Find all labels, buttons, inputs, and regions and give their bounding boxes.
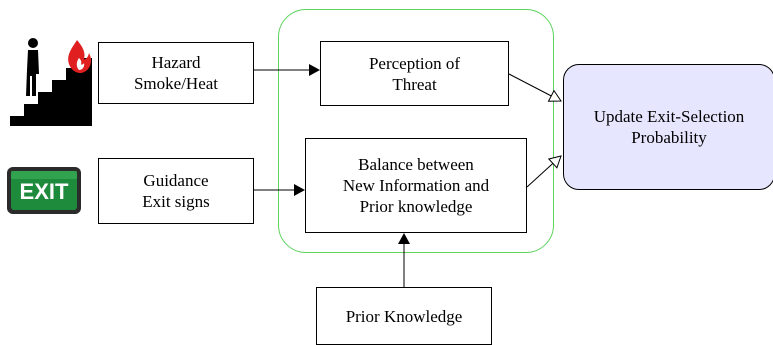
hazard-box: Hazard Smoke/Heat (98, 42, 254, 104)
arrow-perception-to-update (508, 73, 562, 102)
guidance-label: Guidance Exit signs (142, 171, 210, 211)
cognitive-process-group-frame (278, 9, 554, 253)
exit-sign-text: EXIT (20, 179, 69, 204)
balance-label: Balance between New Information and Prio… (342, 155, 490, 216)
prior-knowledge-label: Prior Knowledge (345, 306, 463, 326)
update-probability-box: Update Exit-Selection Probability (563, 64, 773, 190)
stairs-person-icon (10, 38, 92, 126)
hazard-label: Hazard Smoke/Heat (133, 53, 219, 93)
update-probability-label: Update Exit-Selection Probability (593, 107, 745, 147)
perception-box: Perception of Threat (320, 41, 509, 106)
fire-icon (68, 40, 92, 74)
exit-sign-icon: EXIT (7, 167, 81, 214)
perception-label: Perception of Threat (368, 53, 461, 94)
prior-knowledge-box: Prior Knowledge (316, 287, 492, 345)
balance-box: Balance between New Information and Prio… (305, 138, 527, 233)
arrow-balance-to-update (526, 155, 562, 188)
guidance-box: Guidance Exit signs (98, 158, 254, 224)
